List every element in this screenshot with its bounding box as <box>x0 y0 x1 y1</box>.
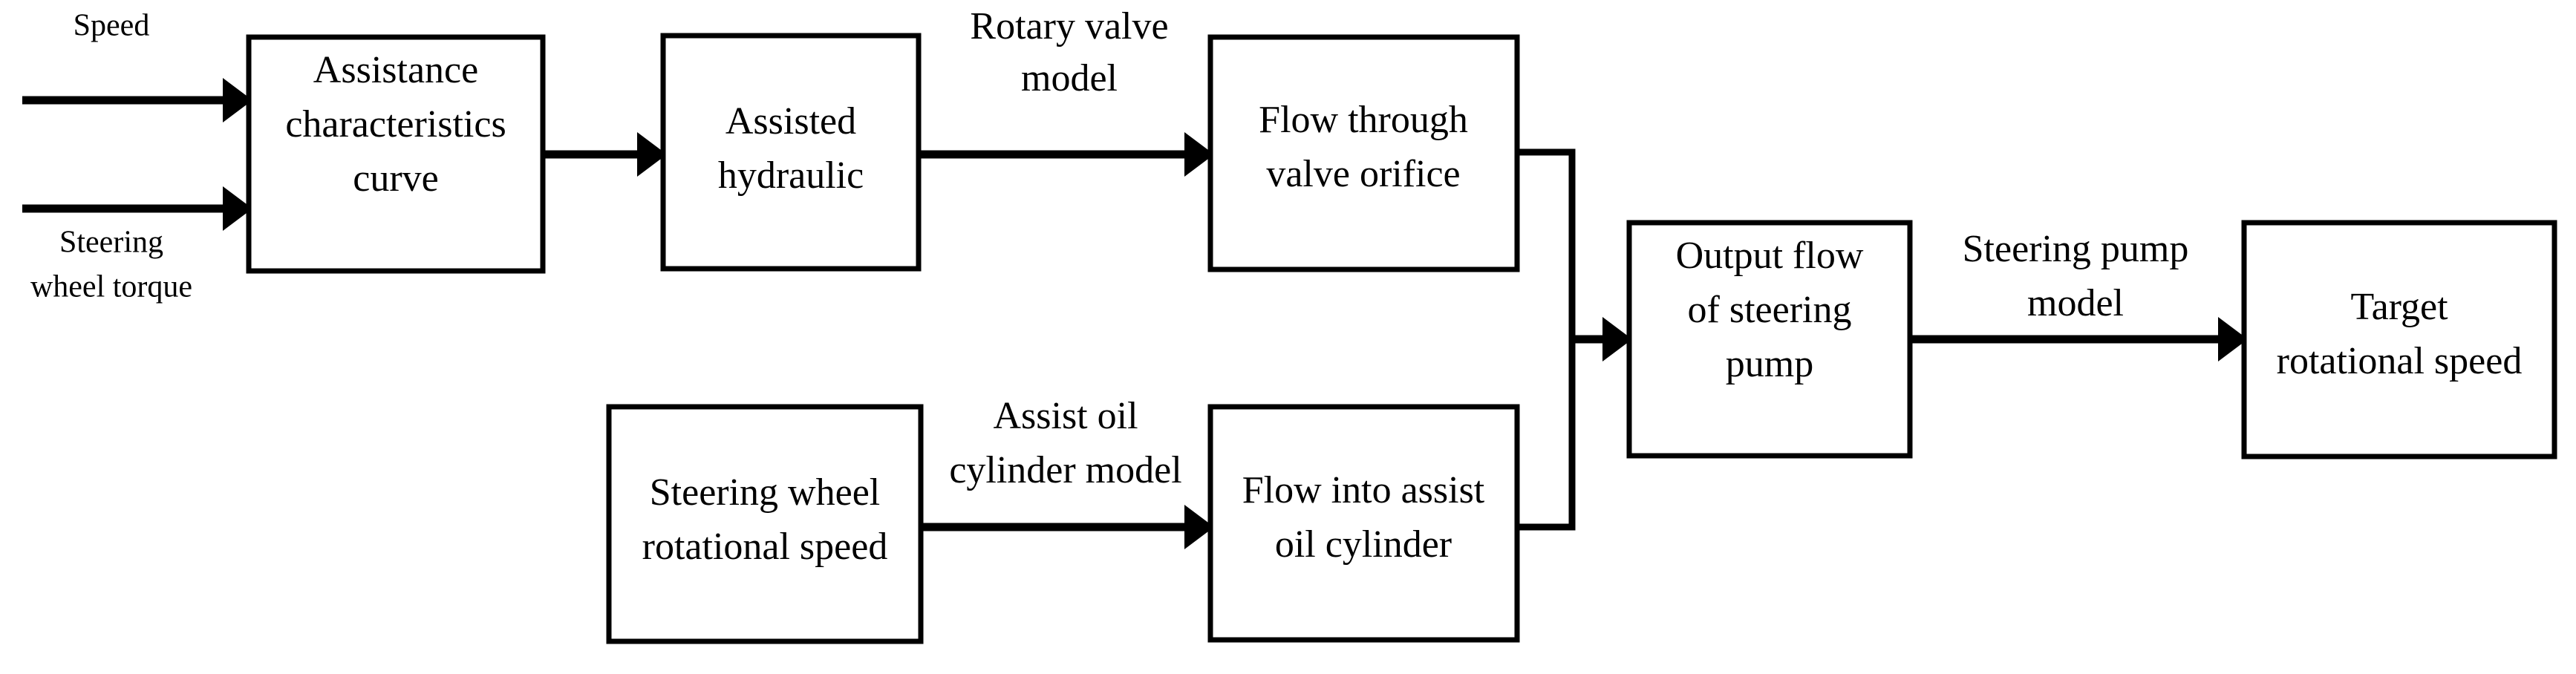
edge-bus-to-output-flow <box>1572 317 1632 361</box>
edge-valve-orifice-to-bus <box>1517 148 1576 339</box>
node-label-line: Flow through <box>1259 99 1468 141</box>
node-box[interactable] <box>660 33 922 272</box>
node-box[interactable] <box>1207 34 1520 272</box>
node-label-line: characteristics <box>285 103 506 145</box>
input-label-steering-wheel-torque-line2: wheel torque <box>30 270 192 304</box>
edge-speed-to-assistance <box>22 78 252 122</box>
node-box[interactable] <box>246 34 546 274</box>
node-box[interactable] <box>1207 404 1520 643</box>
edge-steering-wheel-to-cylinder <box>921 505 1214 549</box>
node-box[interactable] <box>2241 220 2557 459</box>
node-flow-into-assist-oil-cylinder[interactable]: Flow into assist oil cylinder <box>1207 404 1520 643</box>
node-output-flow-of-steering-pump[interactable]: Output flow of steering pump <box>1626 220 1913 459</box>
edge-torque-to-assistance <box>22 186 252 231</box>
node-box[interactable] <box>606 404 924 644</box>
edge-label-assist-oil-cylinder-model-line2: cylinder model <box>949 449 1181 491</box>
edge-label-steering-pump-model-line1: Steering pump <box>1963 228 2189 270</box>
node-label-line: Output flow <box>1676 235 1864 277</box>
node-label-line: Steering wheel <box>650 471 880 514</box>
node-label-line: pump <box>1726 343 1813 385</box>
node-assistance-characteristics-curve[interactable]: Assistance characteristics curve <box>246 34 546 274</box>
node-assisted-hydraulic[interactable]: Assisted hydraulic <box>660 33 922 272</box>
edge-label-rotary-valve-model-line2: model <box>1021 57 1118 99</box>
node-label-line: valve orifice <box>1266 153 1460 195</box>
edge-label-assist-oil-cylinder-model-line1: Assist oil <box>993 395 1138 437</box>
node-steering-wheel-rotational-speed[interactable]: Steering wheel rotational speed <box>606 404 924 644</box>
node-label-line: Flow into assist <box>1242 469 1485 511</box>
edge-label-rotary-valve-model-line1: Rotary valve <box>970 5 1168 48</box>
input-label-steering-wheel-torque-line1: Steering <box>59 226 163 260</box>
node-label-line: hydraulic <box>718 154 864 197</box>
edge-output-flow-to-target <box>1910 317 2248 361</box>
node-target-rotational-speed[interactable]: Target rotational speed <box>2241 220 2557 459</box>
node-label-line: Assisted <box>725 100 856 143</box>
edge-hydraulic-to-valve-orifice <box>919 132 1214 177</box>
node-label-line: Assistance <box>313 49 478 91</box>
node-label-line: of steering <box>1688 289 1852 331</box>
node-label-line: rotational speed <box>2277 340 2523 382</box>
edge-label-steering-pump-model-line2: model <box>2027 282 2124 324</box>
node-label-line: rotational speed <box>642 526 888 568</box>
edge-assistance-to-hydraulic <box>542 132 667 177</box>
input-label-speed: Speed <box>74 9 150 43</box>
node-flow-through-valve-orifice[interactable]: Flow through valve orifice <box>1207 34 1520 272</box>
node-label-line: oil cylinder <box>1275 523 1452 566</box>
node-label-line: Target <box>2350 286 2448 328</box>
node-box[interactable] <box>1626 220 1913 459</box>
edge-cylinder-to-bus <box>1517 339 1576 531</box>
node-label-line: curve <box>353 157 438 200</box>
